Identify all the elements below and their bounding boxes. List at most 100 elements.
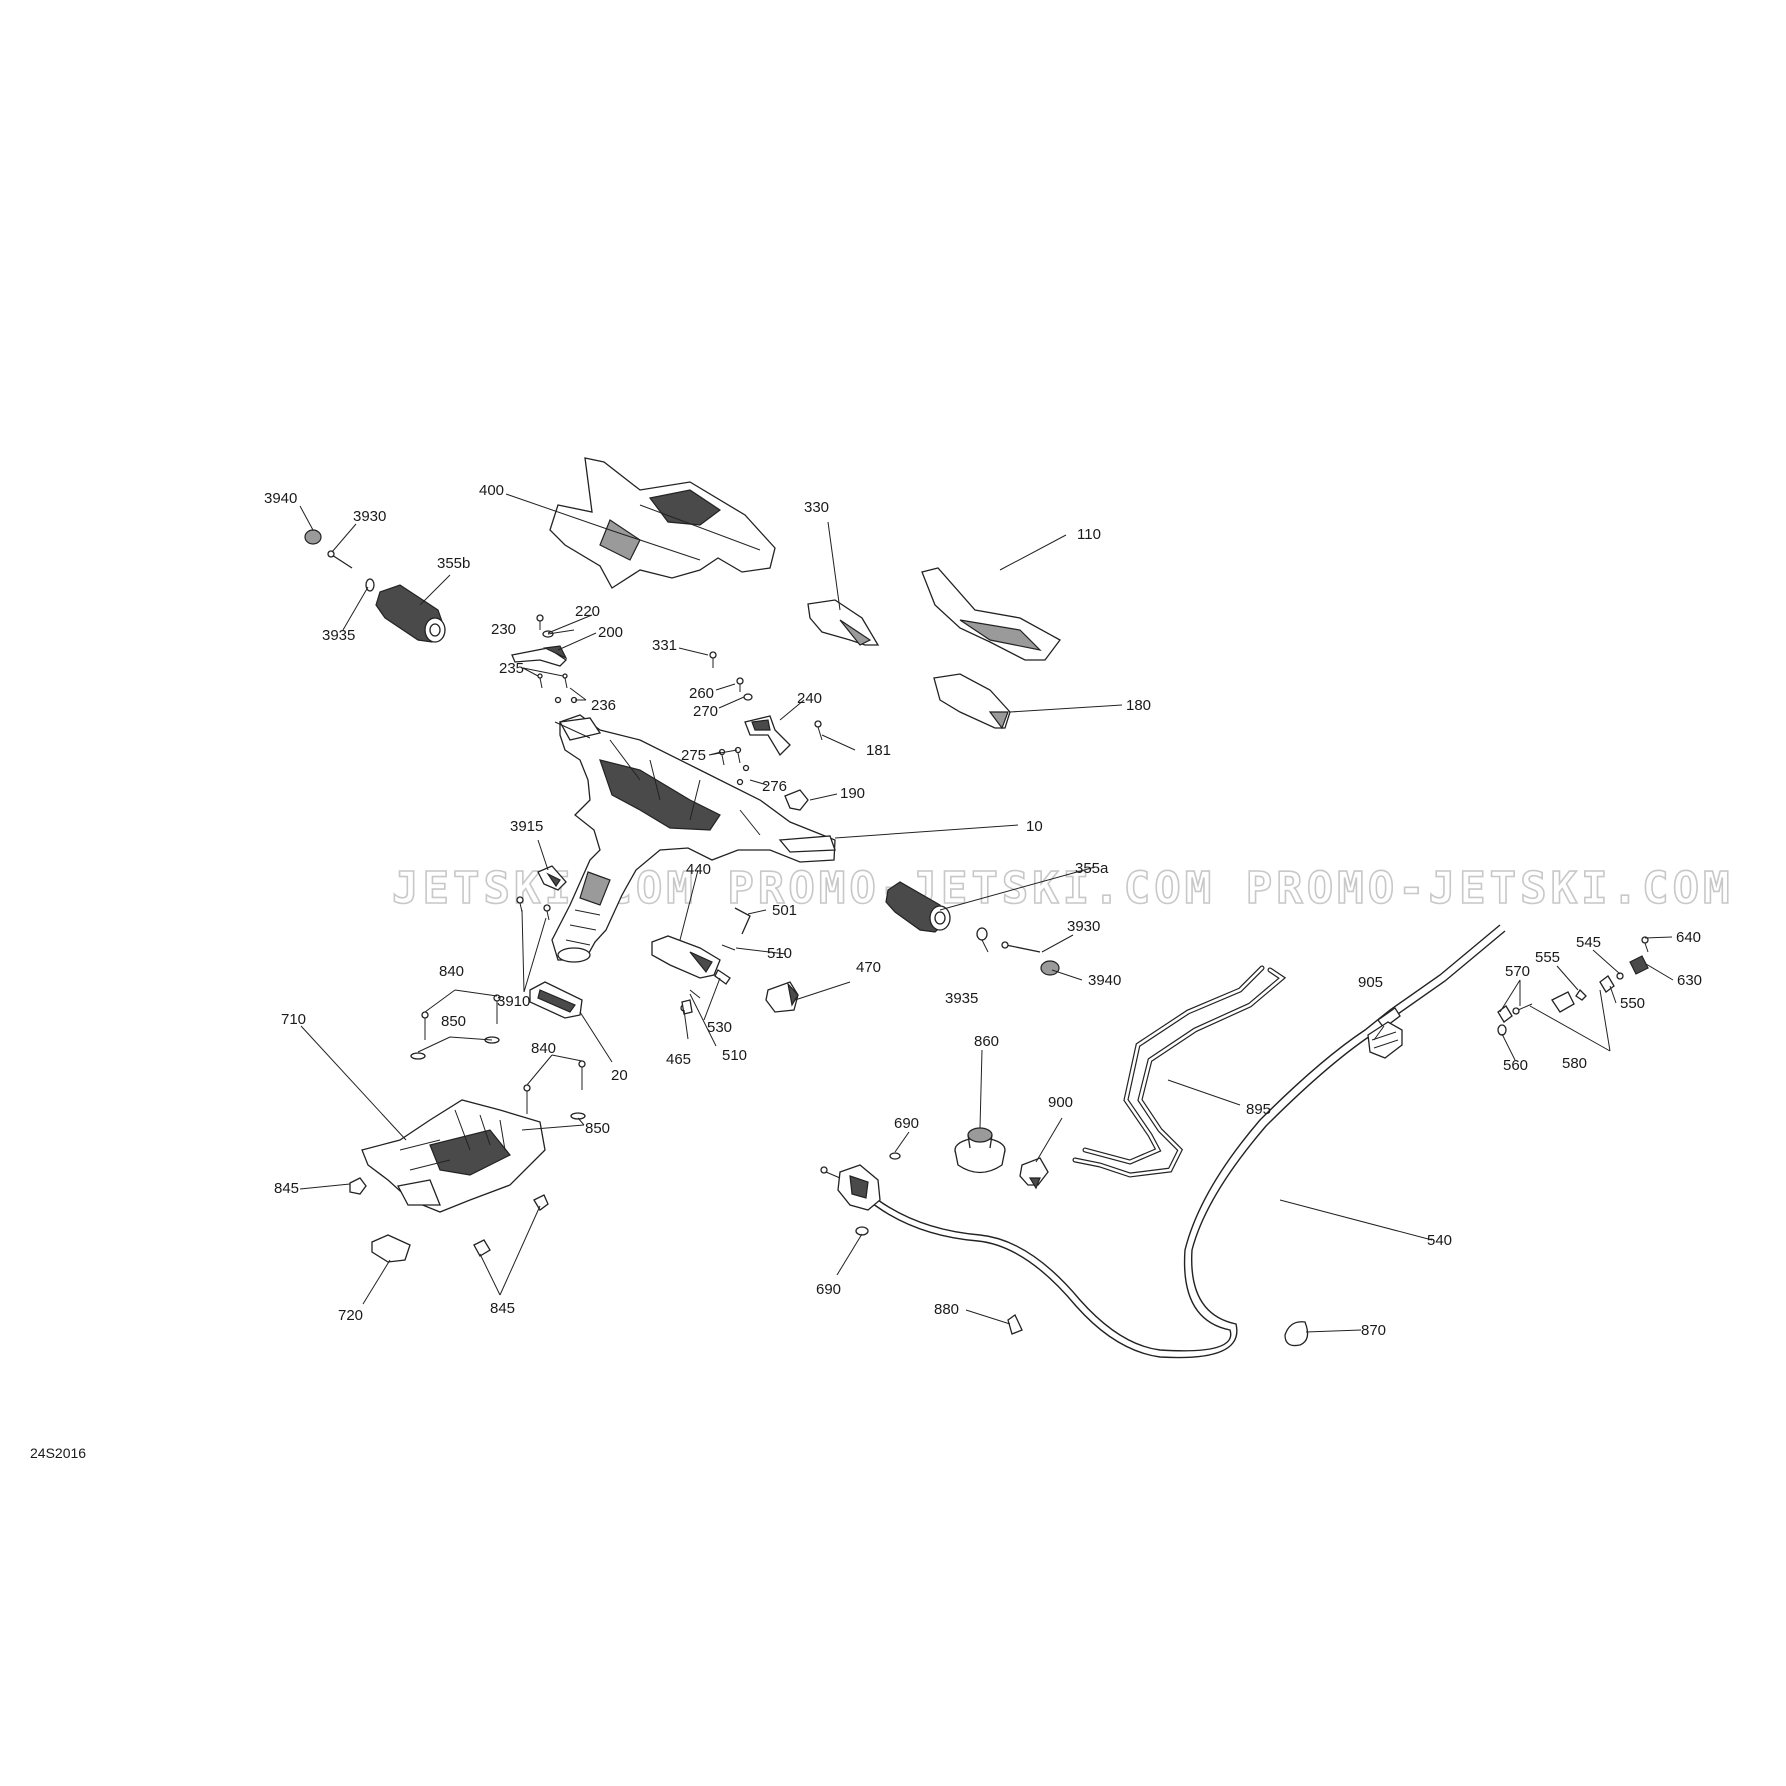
callout-3940-left: 3940: [264, 490, 297, 507]
callout-895: 895: [1246, 1101, 1271, 1118]
callout-690-upper: 690: [894, 1115, 919, 1132]
callout-355b: 355b: [437, 555, 470, 572]
washer-part-3935-left: [365, 578, 375, 592]
callout-870: 870: [1361, 1322, 1386, 1339]
callout-501: 501: [772, 902, 797, 919]
tie-part-870: [1284, 1321, 1309, 1347]
grommet-part-690: [855, 1152, 901, 1236]
callout-190: 190: [840, 785, 865, 802]
nut-part-845-right: [473, 1194, 549, 1257]
callout-labels: 3940 3930 355b 3935 400 330 110 220 230 …: [264, 482, 1702, 1339]
callout-560: 560: [1503, 1057, 1528, 1074]
callout-275: 275: [681, 747, 706, 764]
nut-part-845-left: [349, 1177, 367, 1195]
callout-540: 540: [1427, 1232, 1452, 1249]
boot-part-905: [1367, 1021, 1403, 1059]
callout-330: 330: [804, 499, 829, 516]
callout-3910: 3910: [497, 993, 530, 1010]
pin-part-501: [734, 907, 751, 935]
steering-stem-part-10: [551, 714, 836, 963]
callout-545: 545: [1576, 934, 1601, 951]
diagram-reference: 24S2016: [30, 1445, 86, 1461]
callout-181: 181: [866, 742, 891, 759]
support-tray-part-710: [361, 1099, 546, 1213]
washer-part-3935-right: [976, 927, 988, 941]
callout-580: 580: [1562, 1055, 1587, 1072]
callout-630: 630: [1677, 972, 1702, 989]
cover-part-180: [933, 673, 1011, 730]
callout-850-upper: 850: [441, 1013, 466, 1030]
bolt-part-465: [681, 999, 693, 1015]
hardware-part-275-276: [718, 746, 750, 786]
callout-900: 900: [1048, 1094, 1073, 1111]
callout-470: 470: [856, 959, 881, 976]
screw-part-181: [814, 720, 823, 741]
callout-3915: 3915: [510, 818, 543, 835]
callout-10: 10: [1026, 818, 1043, 835]
callout-640: 640: [1676, 929, 1701, 946]
clamp-part-900: [1019, 1157, 1049, 1190]
bolt-part-3930-right: [1001, 941, 1041, 953]
callout-3940-right: 3940: [1088, 972, 1121, 989]
callout-110: 110: [1077, 526, 1101, 543]
cover-part-110: [921, 567, 1061, 661]
callout-720: 720: [338, 1307, 363, 1324]
callout-710: 710: [281, 1011, 306, 1028]
callout-905: 905: [1358, 974, 1383, 991]
grip-part-355b: [375, 584, 446, 643]
fuel-cap-part-860: [954, 1127, 1006, 1174]
callout-200: 200: [598, 624, 623, 641]
clip-part-190: [784, 789, 809, 811]
callout-240: 240: [797, 690, 822, 707]
callout-3935-left: 3935: [322, 627, 355, 644]
handlebar-cover-part-400: [549, 457, 776, 589]
callout-850-lower: 850: [585, 1120, 610, 1137]
callout-510-upper: 510: [767, 945, 792, 962]
callout-860: 860: [974, 1033, 999, 1050]
callout-276: 276: [762, 778, 787, 795]
callout-570: 570: [1505, 963, 1530, 980]
grip-part-355a: [885, 881, 951, 933]
callout-555: 555: [1535, 949, 1560, 966]
callout-840-upper: 840: [439, 963, 464, 980]
leader-lines: [299, 493, 1674, 1333]
callout-3930-right: 3930: [1067, 918, 1100, 935]
callout-20: 20: [611, 1067, 628, 1084]
callout-180: 180: [1126, 697, 1151, 714]
callout-3930-left: 3930: [353, 508, 386, 525]
hose-part-895: [1072, 965, 1287, 1178]
callout-331: 331: [652, 637, 677, 654]
callout-270: 270: [693, 703, 718, 720]
cable-housing-part-near-690: [820, 1164, 881, 1211]
callout-845-left: 845: [274, 1180, 299, 1197]
end-cap-part-3940-left: [304, 529, 322, 545]
callout-530: 530: [707, 1019, 732, 1036]
callout-230: 230: [491, 621, 516, 638]
bolt-part-3930-left: [327, 550, 353, 569]
cable-part-540: [845, 924, 1506, 1359]
lever-part-200: [511, 645, 568, 667]
callout-235: 235: [499, 660, 524, 677]
clip-part-880: [1007, 1314, 1023, 1335]
callout-465: 465: [666, 1051, 691, 1068]
cover-part-330: [807, 599, 880, 646]
callout-510-lower: 510: [722, 1047, 747, 1064]
hardware-part-331-260-270: [709, 651, 753, 701]
callout-3935-right: 3935: [945, 990, 978, 1007]
bracket-part-440: [651, 935, 721, 979]
bracket-part-20: [529, 981, 583, 1019]
callout-260: 260: [689, 685, 714, 702]
sensor-part-470: [765, 981, 799, 1013]
callout-840-lower: 840: [531, 1040, 556, 1057]
lever-part-240: [744, 715, 791, 757]
callout-400: 400: [479, 482, 504, 499]
hardware-part-220-230-235-236: [536, 614, 578, 704]
callout-236: 236: [591, 697, 616, 714]
callout-880: 880: [934, 1301, 959, 1318]
callout-355a: 355a: [1075, 860, 1109, 877]
end-cap-part-3940-right: [1040, 960, 1060, 976]
callout-220: 220: [575, 603, 600, 620]
callout-440: 440: [686, 861, 711, 878]
clip-part-720: [371, 1234, 411, 1263]
